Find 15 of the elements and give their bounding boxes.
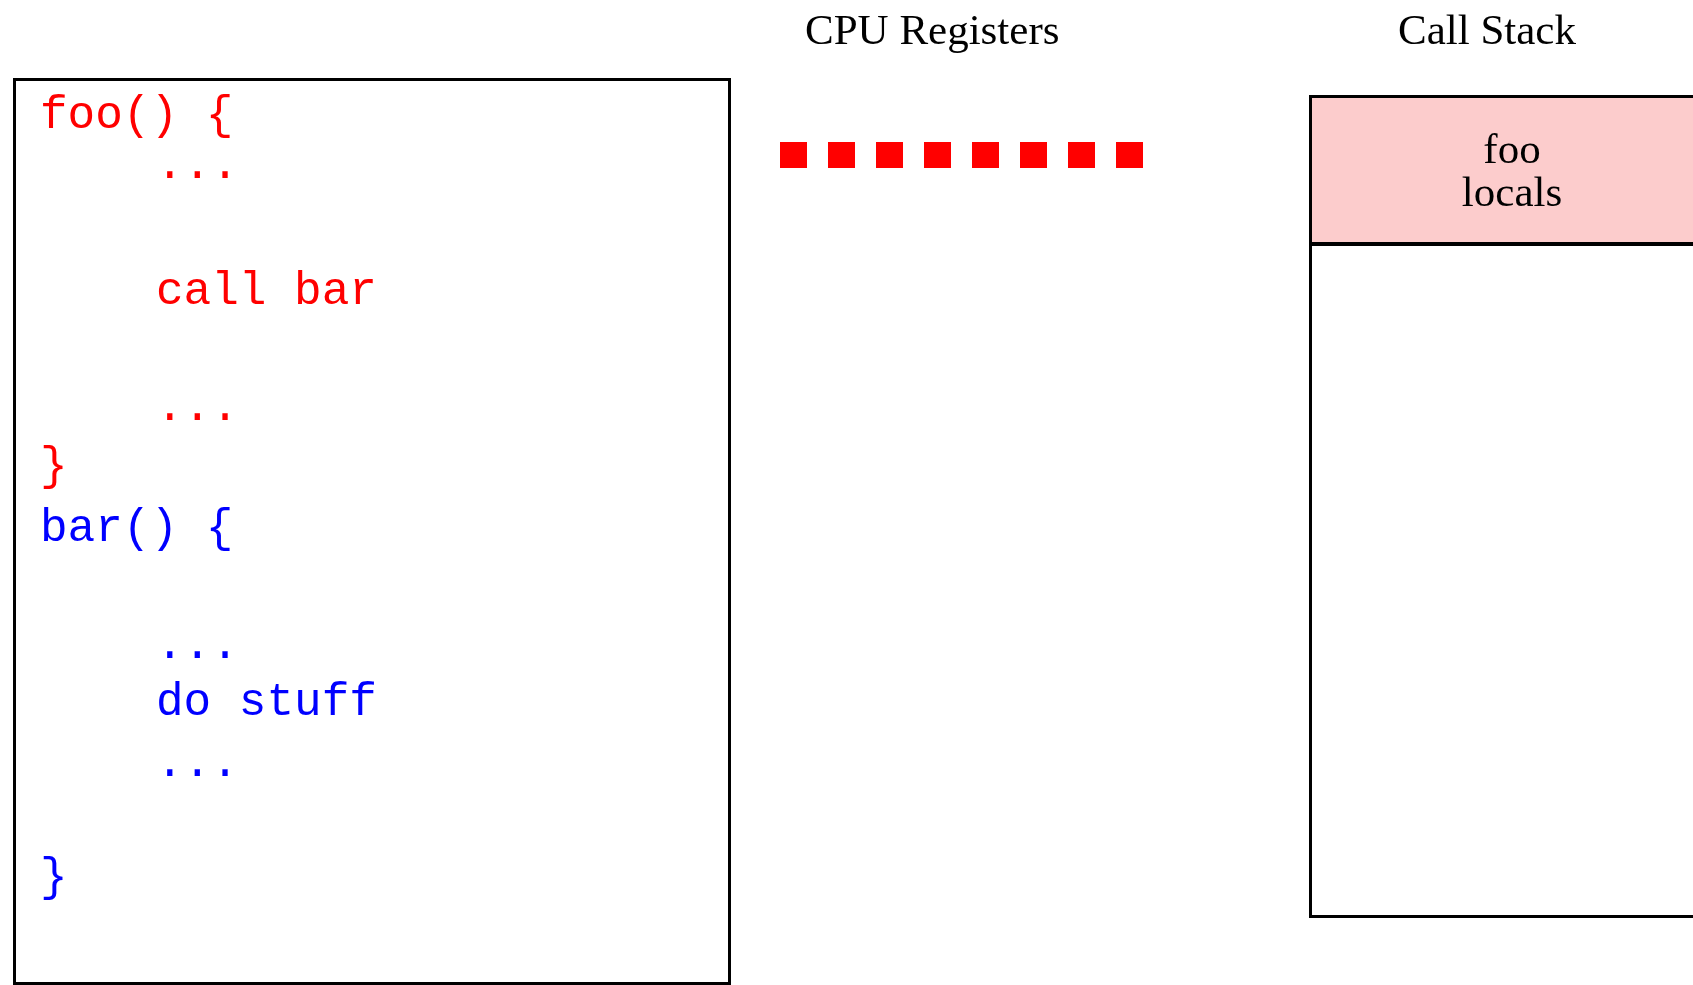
stack-frame xyxy=(1312,98,1693,246)
code-line: ... xyxy=(156,741,239,787)
code-line: do stuff xyxy=(156,680,377,726)
code-line: call bar xyxy=(156,269,377,315)
code-panel xyxy=(13,78,731,985)
code-line: ... xyxy=(156,385,239,431)
code-line: } xyxy=(40,444,68,490)
code-line: foo() { xyxy=(40,93,234,139)
code-line: bar() { xyxy=(40,506,234,552)
code-line: ... xyxy=(156,623,239,669)
frame-label: foo locals xyxy=(1460,127,1564,213)
code-line: ... xyxy=(156,143,239,189)
column-heading: CPU Registers xyxy=(805,8,1060,51)
code-line: } xyxy=(40,855,68,901)
column-heading: Call Stack xyxy=(1398,8,1576,51)
